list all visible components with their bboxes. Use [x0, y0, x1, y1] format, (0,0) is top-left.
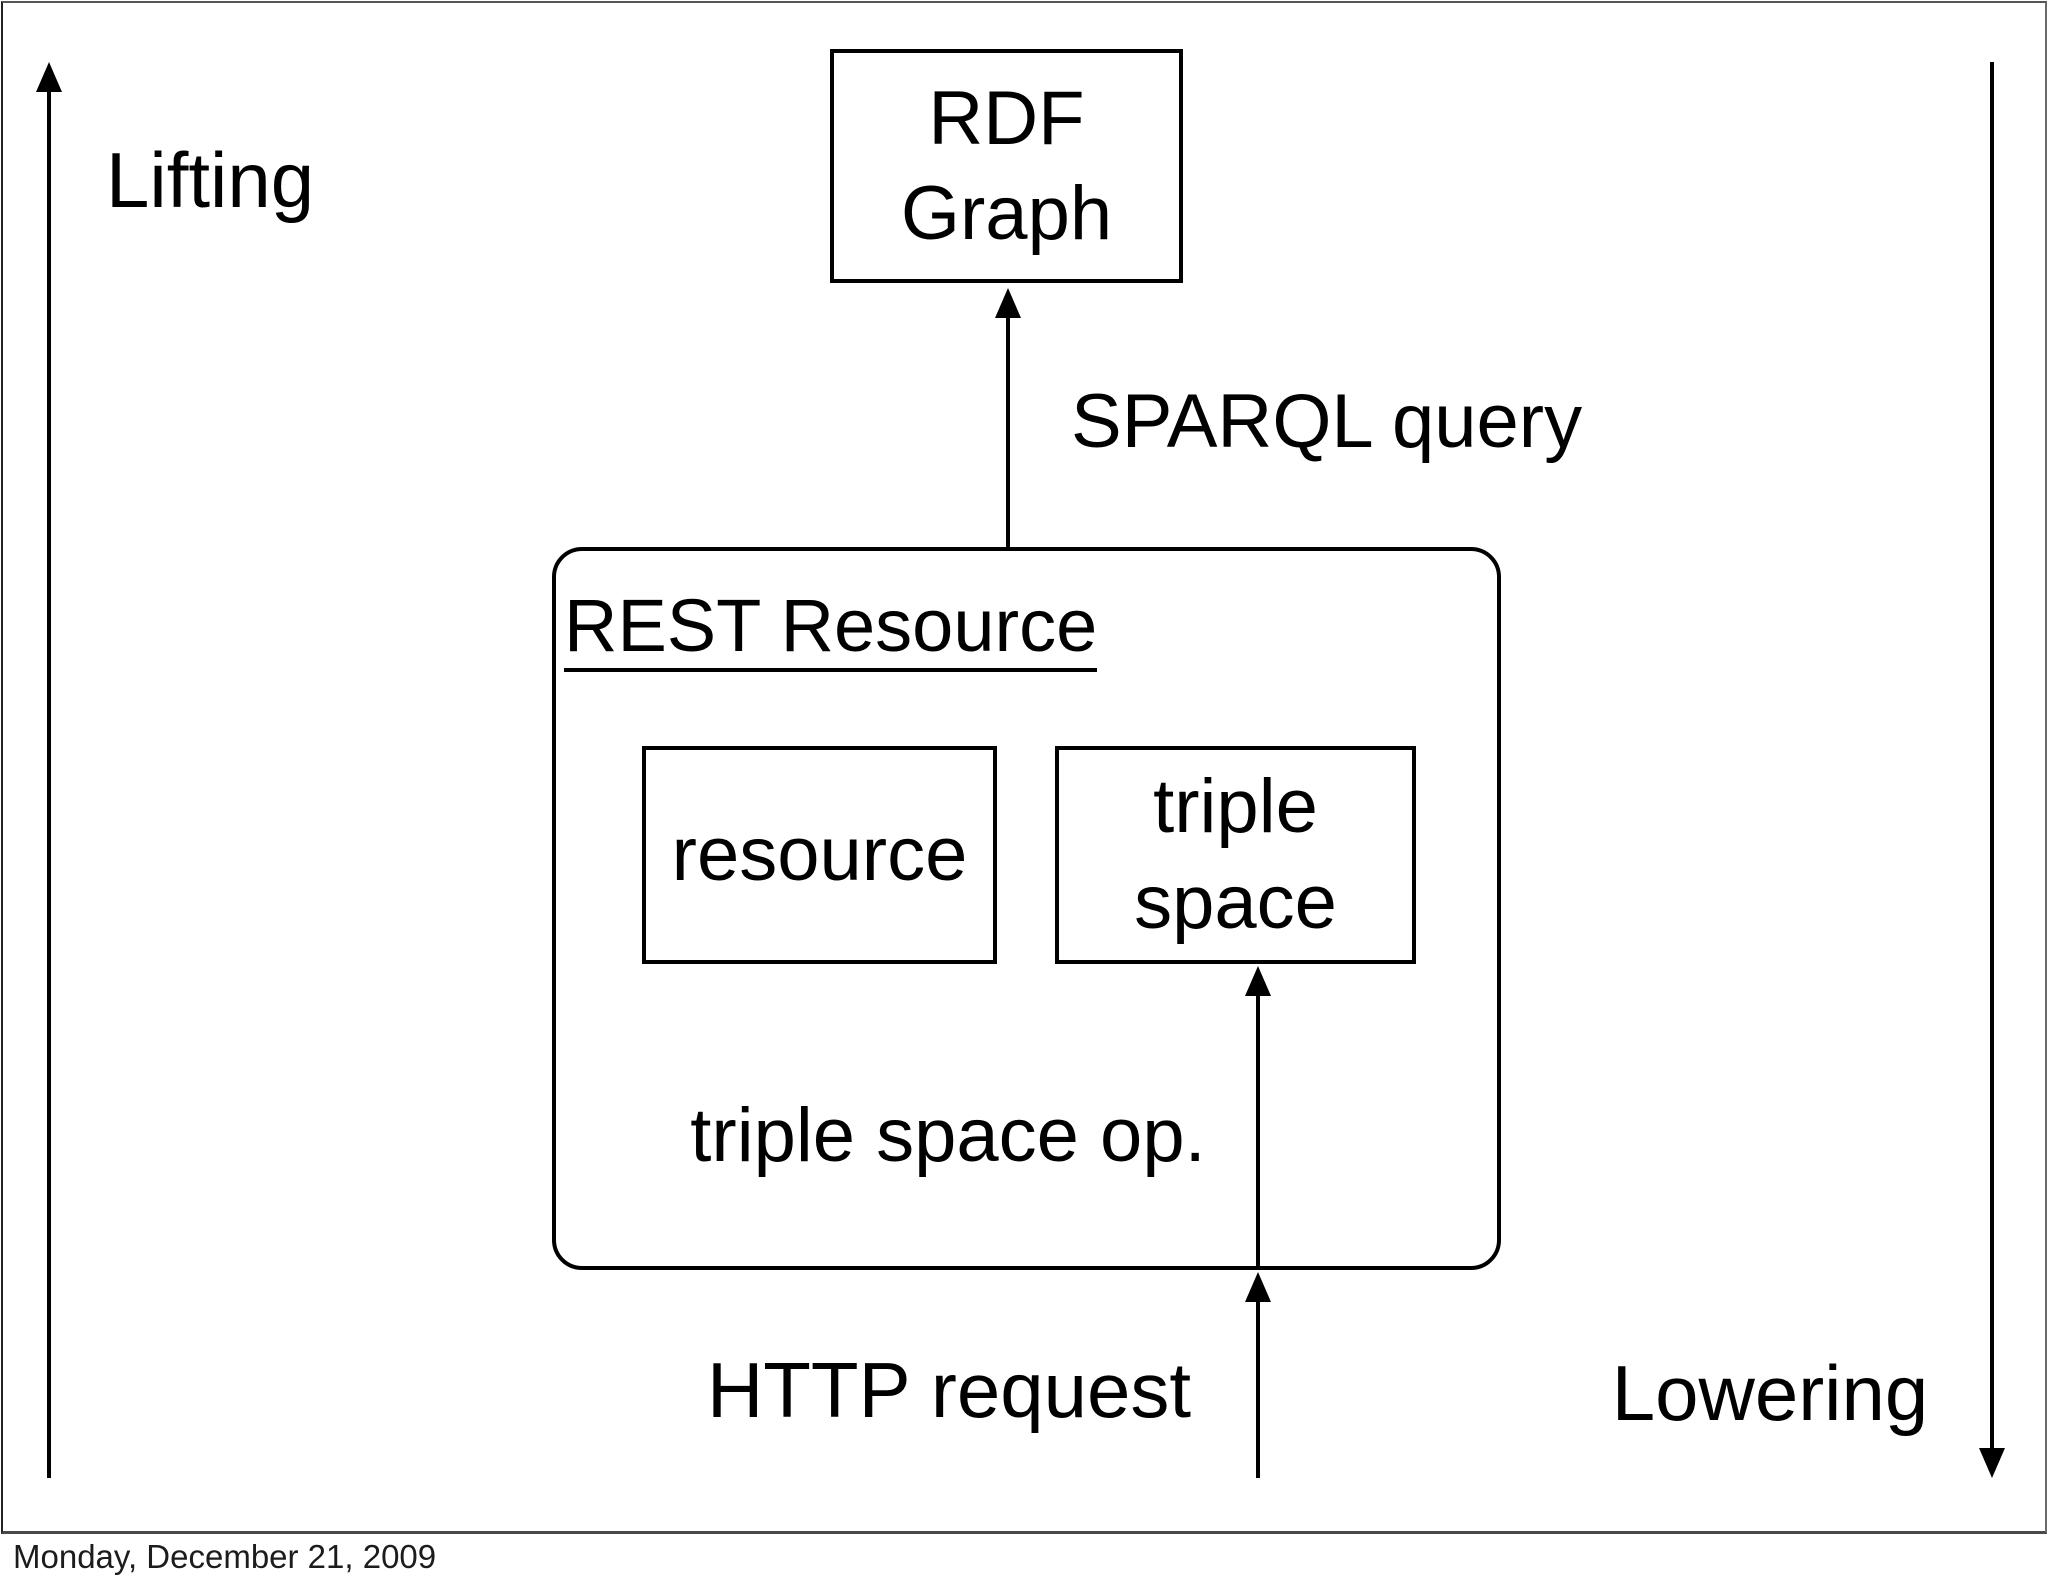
- arrow-shaft: [1256, 992, 1260, 1268]
- rdf-graph-line2: Graph: [900, 171, 1113, 256]
- arrow-shaft: [1990, 62, 1994, 1450]
- arrow-shaft: [1256, 1298, 1260, 1478]
- rdf-graph-line1: RDF: [928, 76, 1085, 161]
- arrowhead-up-icon: [36, 62, 62, 92]
- rdf-graph-box: RDF Graph: [830, 49, 1183, 283]
- http-request-label: HTTP request: [706, 1346, 1192, 1434]
- arrowhead-up-icon: [995, 288, 1021, 318]
- triple-space-line1: triple: [1153, 764, 1318, 849]
- resource-box: resource: [642, 746, 997, 964]
- resource-label: resource: [671, 812, 968, 897]
- arrow-shaft: [47, 88, 51, 1478]
- arrowhead-down-icon: [1979, 1448, 2005, 1478]
- triple-space-box: triple space: [1055, 746, 1416, 964]
- lifting-label: Lifting: [106, 136, 315, 224]
- arrow-shaft: [1006, 314, 1010, 549]
- slide-frame: [1, 1, 2047, 1534]
- triple-space-line2: space: [1134, 860, 1337, 945]
- rest-resource-title: REST Resource: [564, 589, 1098, 672]
- triple-space-op-label: triple space op.: [690, 1093, 1206, 1178]
- date-label: Monday, December 21, 2009: [13, 1538, 437, 1575]
- lowering-label: Lowering: [1611, 1349, 1929, 1437]
- arrowhead-up-icon: [1245, 966, 1271, 996]
- arrowhead-up-icon: [1245, 1272, 1271, 1302]
- sparql-query-label: SPARQL query: [1071, 379, 1583, 464]
